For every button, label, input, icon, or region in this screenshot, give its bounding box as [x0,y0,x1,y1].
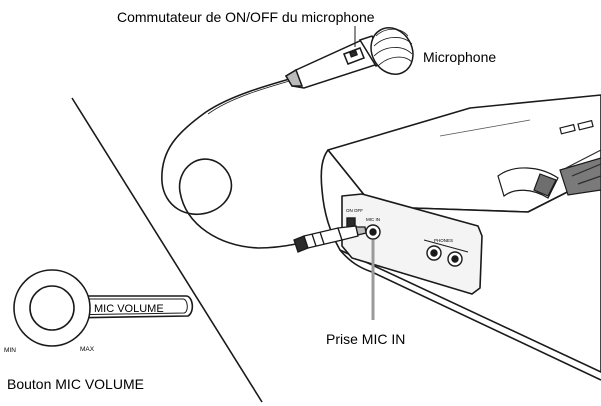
knob-max-label: MAX [80,346,95,353]
mic-plug [293,225,367,253]
small-button [559,123,576,135]
key-strip [559,157,601,196]
label-mic-in-jack: Prise MIC IN [326,331,405,347]
phones-bracket [423,239,469,253]
microphone [284,27,414,89]
label-mic-switch: Commutateur de ON/OFF du microphone [117,9,375,25]
knob-label-plate [61,295,194,319]
keyboard-keys [439,119,601,199]
mic-volume-knob-inset [13,269,194,347]
device-top-surface [327,94,601,213]
label-microphone: Microphone [423,49,496,65]
label-mic-volume-knob: Bouton MIC VOLUME [7,376,144,392]
device-jack-label: MIC IN [366,217,380,222]
microphone-cable [161,77,297,249]
knob-min-label: MIN [4,347,16,354]
knob-inner-dial [29,285,75,331]
knob-name-label: MIC VOLUME [94,303,164,315]
diagonal-separator [71,97,263,403]
device-switch-label: ON OFF [346,208,363,213]
device-phones-label: PHONES [434,238,453,243]
side-panel-controls [346,217,469,267]
panel-recess [341,193,483,295]
